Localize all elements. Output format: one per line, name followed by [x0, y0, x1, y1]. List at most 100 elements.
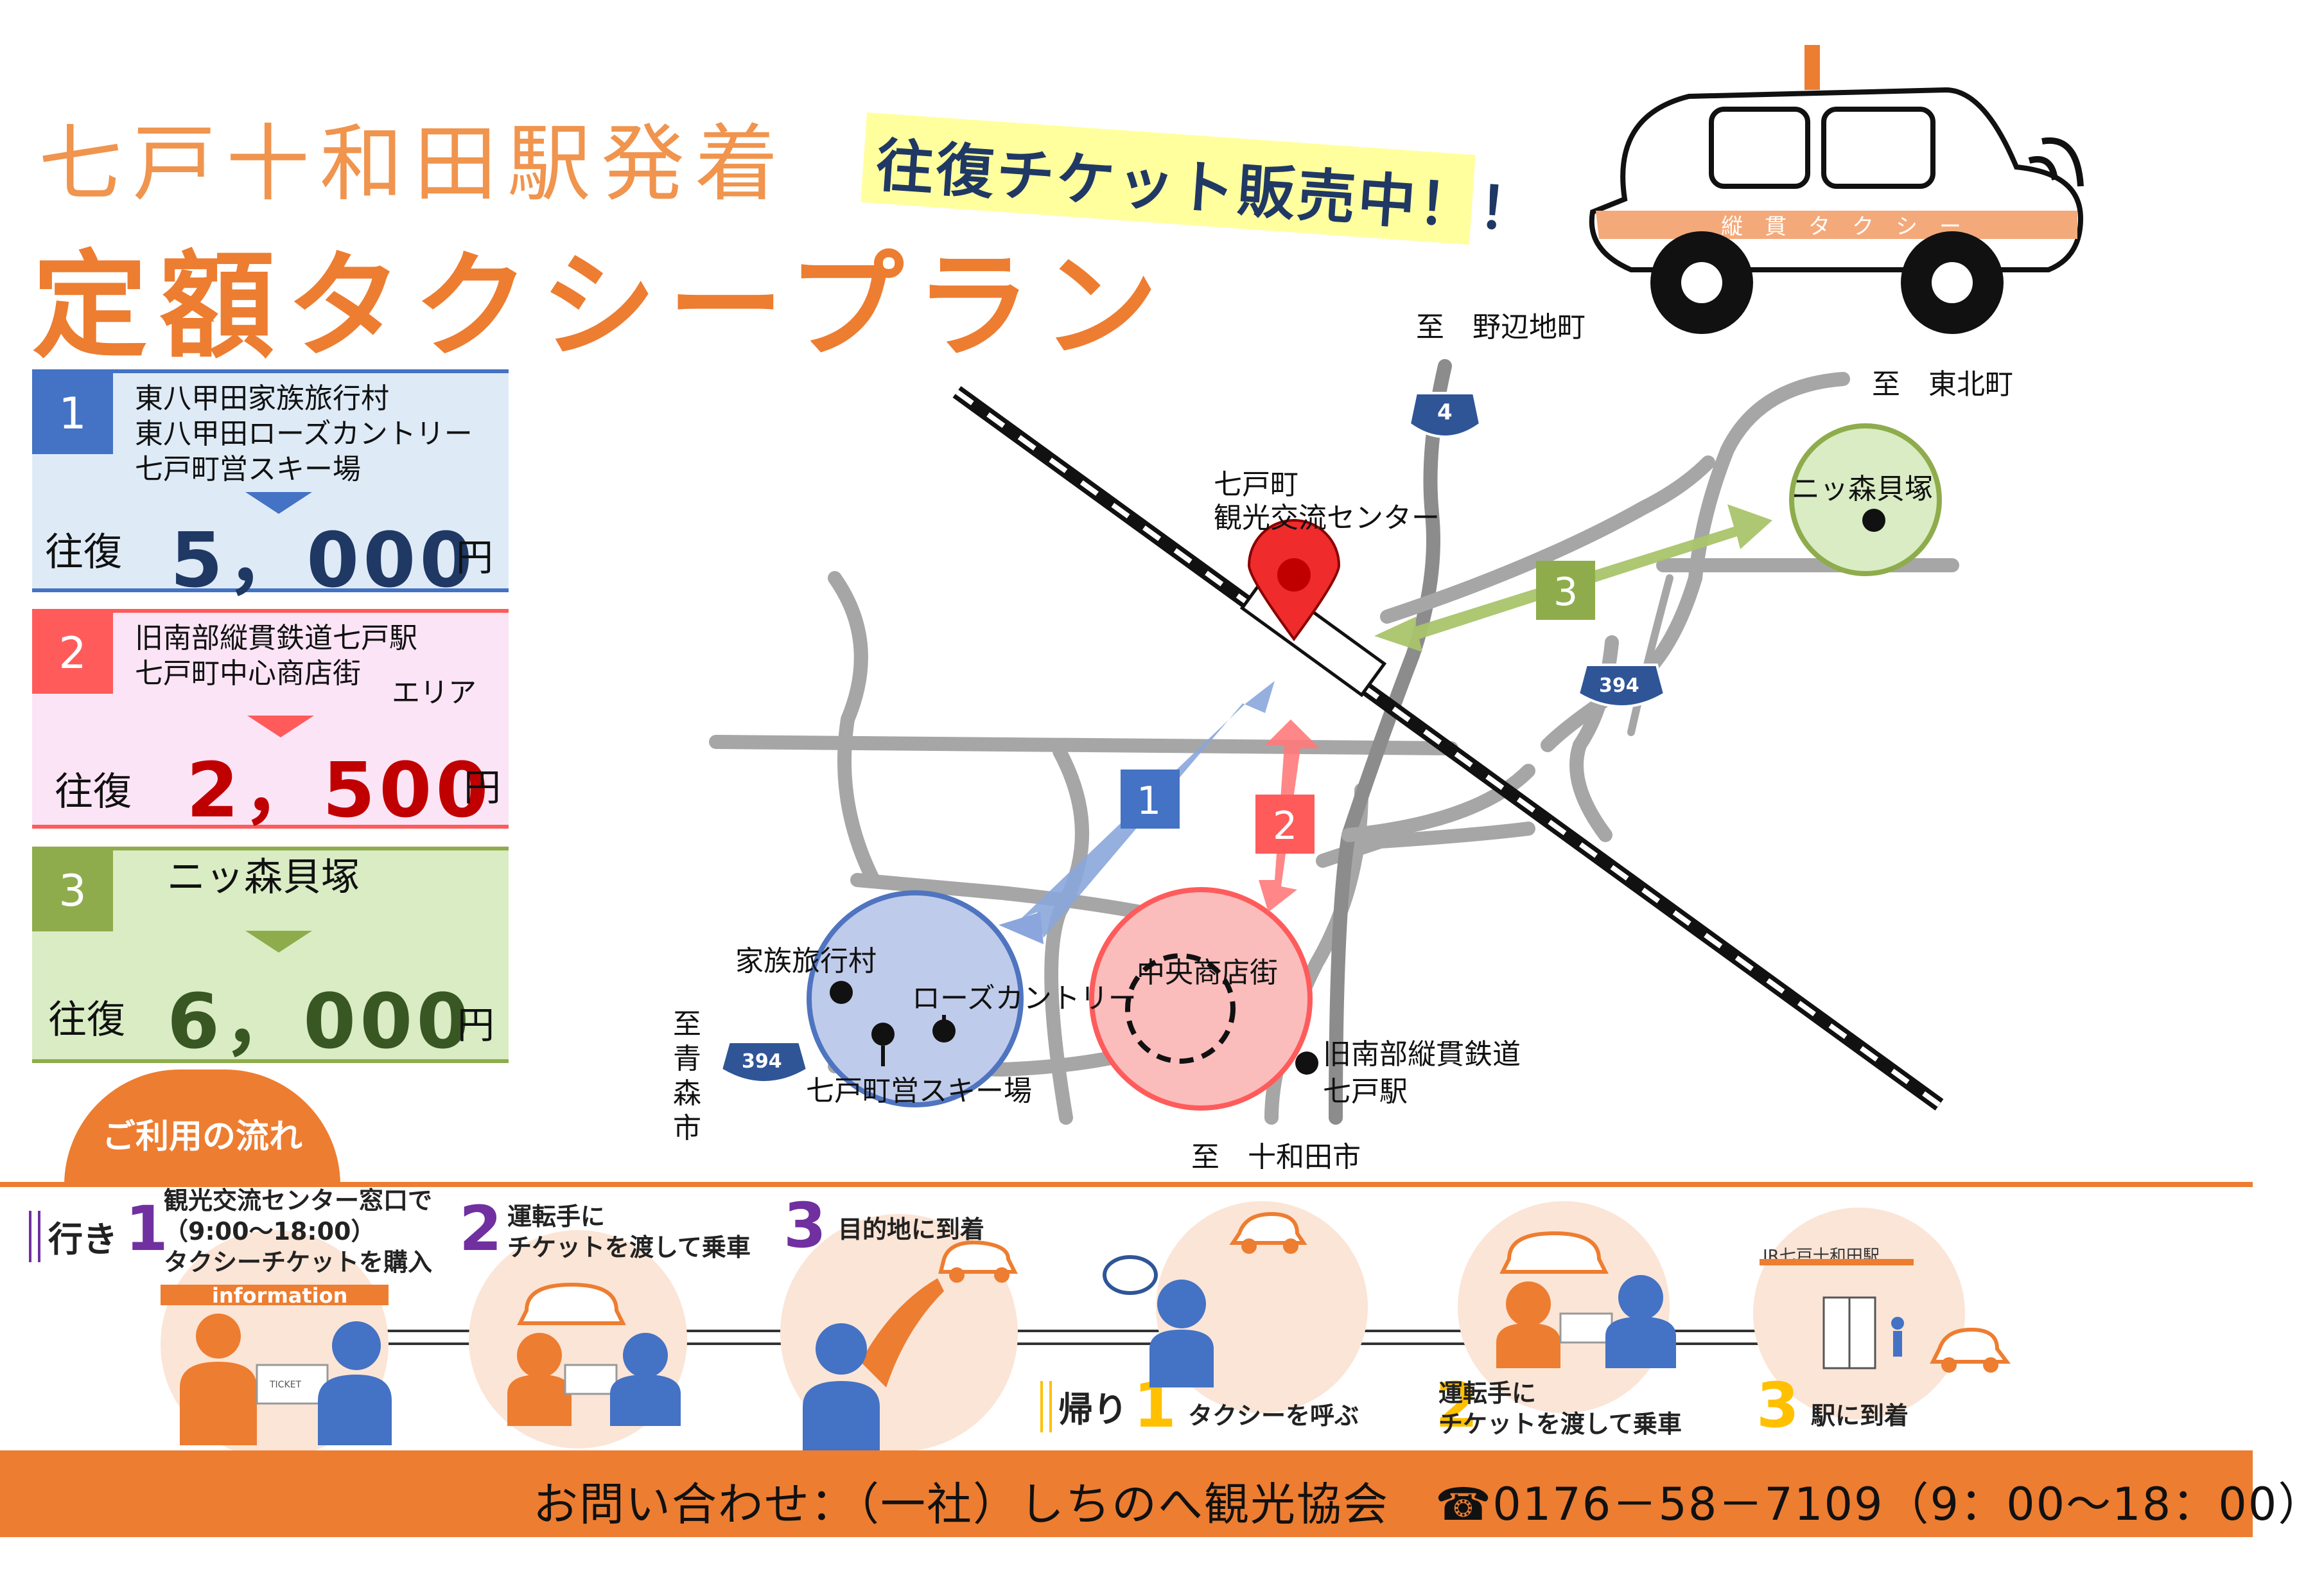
- taxi-door-label: 縦 貫 タ ク シ ー: [1721, 214, 1961, 240]
- down-triangle-icon: [247, 716, 314, 737]
- to-nohechi-label: 至 野辺地町: [1416, 311, 1586, 344]
- place: 七戸町中心商店街: [135, 657, 361, 690]
- route-2-badge: [1255, 795, 1315, 854]
- round-trip-label: 往復: [55, 770, 132, 814]
- rose-label: ローズカントリー: [912, 982, 1137, 1015]
- area-map: [709, 359, 1959, 1125]
- chuo-label: 中央商店街: [1137, 956, 1278, 989]
- kazoku-label: 家族旅行村: [735, 945, 877, 978]
- plan-2-card: 2 旧南部縦貫鉄道七戸駅 七戸町中心商店街 エリア 往復 2，500 円: [32, 609, 509, 834]
- route-1-badge-text: 1: [1137, 779, 1162, 823]
- center-label-2: 観光交流センター: [1214, 502, 1440, 534]
- place: 東八甲田ローズカントリー: [135, 418, 473, 450]
- step-line: タクシーを呼ぶ: [1188, 1402, 1359, 1430]
- futatsumori-label: ニッ森貝塚: [1792, 473, 1933, 506]
- contact-footer: お問い合わせ：（一社）しちのへ観光協会 ☎0176－58－7109（9：00～1…: [0, 1450, 2323, 1537]
- place: ニッ森貝塚: [167, 855, 360, 900]
- return-label: 帰り: [1058, 1389, 1128, 1430]
- yen-label: 円: [464, 766, 502, 809]
- step-line: チケットを渡して乗車: [507, 1233, 751, 1262]
- go-step-2-text: 運転手に チケットを渡して乗車: [507, 1201, 751, 1263]
- route-394-sign-icon: [1577, 664, 1666, 708]
- yen-label: 円: [457, 1003, 495, 1047]
- info-label: information: [212, 1283, 348, 1308]
- plan-places: ニッ森貝塚: [167, 855, 360, 900]
- ticket-text: TICKET: [269, 1380, 301, 1390]
- route-394-number-west: 394: [742, 1050, 782, 1073]
- route-3-badge-text: 3: [1553, 570, 1578, 615]
- plan-3-area: [1789, 423, 1942, 576]
- round-trip-label: 往復: [48, 998, 125, 1043]
- futatsumori-marker: [1862, 509, 1885, 532]
- return-step-1-text: タクシーを呼ぶ: [1188, 1400, 1359, 1431]
- step-line: タクシーチケットを購入: [164, 1248, 433, 1276]
- go-label: 行き: [48, 1219, 118, 1260]
- return-step-2-number: 2: [1435, 1369, 1478, 1441]
- center-label-1: 七戸町: [1214, 468, 1298, 501]
- flow-title: ご利用の流れ: [101, 1118, 302, 1156]
- kyunanbu-marker: [1295, 1052, 1318, 1075]
- go-step-3-number: 3: [783, 1190, 826, 1262]
- step-line: 駅に到着: [1811, 1402, 1909, 1430]
- to-aomori-label: 至 青 森 市: [673, 1008, 701, 1145]
- ski-marker: [871, 1023, 895, 1046]
- route-2-badge-text: 2: [1273, 804, 1298, 849]
- kazoku-marker: [830, 981, 853, 1004]
- return-marker: [1040, 1381, 1052, 1432]
- info-counter: [161, 1285, 389, 1305]
- place: 七戸町営スキー場: [135, 453, 361, 486]
- route-1-badge: [1121, 770, 1180, 829]
- station-arrival-icon: [1760, 1259, 2011, 1373]
- step-line: （9:00～18:00）: [164, 1217, 376, 1245]
- plan-price: 5，000: [170, 516, 476, 604]
- route-394-number: 394: [1599, 674, 1639, 697]
- round-trip-label: 往復: [45, 530, 122, 575]
- taxi-icon: 縦 貫 タ ク シ ー: [1589, 45, 2084, 334]
- kyunanbu-label-2: 七戸駅: [1323, 1075, 1408, 1108]
- plan-price: 2，500: [186, 746, 493, 834]
- shopping-street-outline: [1125, 953, 1236, 1064]
- location-pin-icon: [1247, 519, 1341, 642]
- plan-places: 東八甲田家族旅行村 東八甲田ローズカントリー 七戸町営スキー場: [135, 381, 473, 487]
- arrival-icon: [803, 1240, 1018, 1452]
- step-line: 運転手に: [1438, 1379, 1537, 1407]
- step-line: 目的地に到着: [838, 1215, 985, 1244]
- down-triangle-icon: [245, 931, 312, 953]
- kyunanbu-label-1: 旧南部縦貫鉄道: [1323, 1038, 1521, 1071]
- return-step-2-text: 運転手に チケットを渡して乗車: [1438, 1378, 1682, 1439]
- subtitle: 七戸十和田駅発着: [39, 115, 789, 213]
- return-step-3-text: 駅に到着: [1811, 1400, 1909, 1431]
- ski-label: 七戸町営スキー場: [806, 1075, 1032, 1107]
- place: 旧南部縦貫鉄道七戸駅: [135, 622, 417, 655]
- contact-text: お問い合わせ：（一社）しちのへ観光協会 ☎0176－58－7109（9：00～1…: [533, 1478, 2324, 1531]
- phone-call-icon: [1103, 1211, 1307, 1387]
- go-marker: [29, 1211, 40, 1262]
- plan-number: 1: [32, 373, 113, 454]
- plan-number: 3: [32, 850, 113, 931]
- plan-places: 旧南部縦貫鉄道七戸駅 七戸町中心商店街: [135, 620, 417, 691]
- route-4-sign-icon: [1408, 392, 1482, 438]
- yen-label: 円: [456, 536, 494, 579]
- page-title: 定額タクシープラン: [32, 240, 1170, 374]
- down-triangle-icon: [245, 492, 312, 514]
- return-step-3-number: 3: [1756, 1369, 1799, 1441]
- divider: [0, 1182, 2253, 1187]
- to-towada-label: 至 十和田市: [1191, 1141, 1361, 1174]
- step-line: 運転手に: [507, 1202, 606, 1231]
- route-394-sign-icon-west: [719, 1041, 809, 1084]
- area-label: エリア: [392, 676, 476, 709]
- plan-1-card: 1 東八甲田家族旅行村 東八甲田ローズカントリー 七戸町営スキー場 往復 5，0…: [32, 369, 509, 604]
- route-3-badge: [1536, 561, 1595, 620]
- to-tohoku-label: 至 東北町: [1872, 368, 2013, 401]
- go-step-2-number: 2: [459, 1193, 502, 1265]
- step-line: 観光交流センター窓口で: [164, 1186, 433, 1215]
- go-step-1-text: 観光交流センター窓口で （9:00～18:00） タクシーチケットを購入: [164, 1185, 432, 1278]
- plan-3-card: 3 ニッ森貝塚 往復 6，000 円: [32, 847, 509, 1066]
- driver-passenger-return-icon: [1496, 1231, 1676, 1368]
- plan-1-area: [807, 890, 1024, 1107]
- place: 東八甲田家族旅行村: [135, 382, 389, 415]
- driver-passenger-icon: [507, 1282, 681, 1426]
- go-step-1-number: 1: [125, 1193, 168, 1265]
- counter-people-icon: TICKET: [180, 1314, 392, 1445]
- go-step-3-text: 目的地に到着: [838, 1214, 984, 1245]
